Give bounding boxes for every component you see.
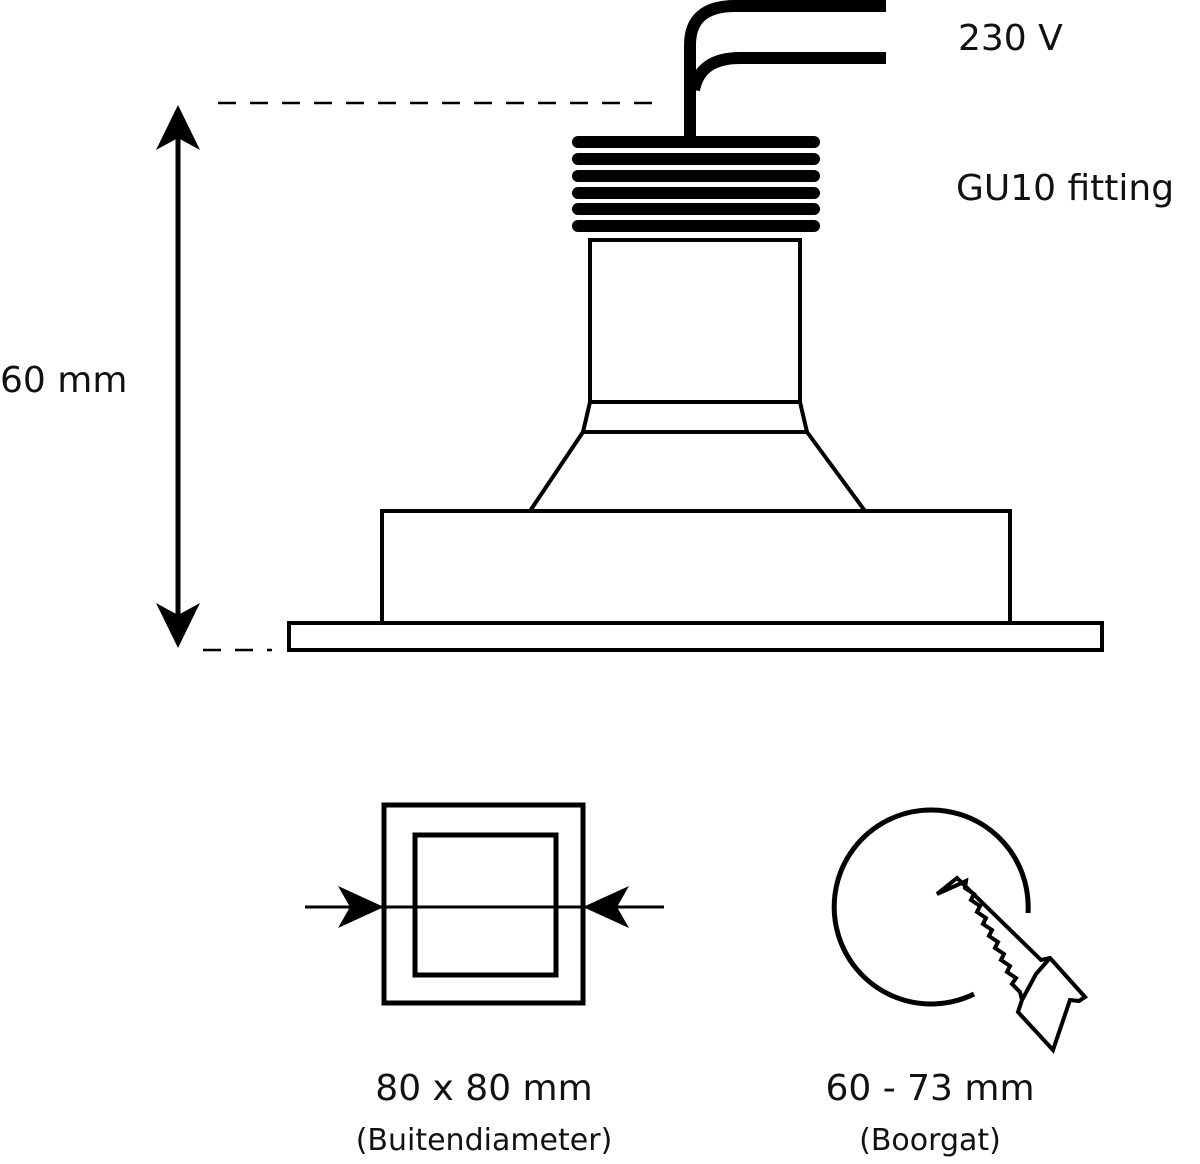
height-dimension xyxy=(156,101,655,652)
voltage-label: 230 V xyxy=(958,18,1063,59)
arrow-up-icon xyxy=(156,105,200,150)
outer-size-label: 80 x 80 mm xyxy=(375,1068,592,1109)
outer-caption: (Buitendiameter) xyxy=(356,1123,613,1158)
arrow-down-icon xyxy=(156,603,200,648)
arrow-right-icon xyxy=(338,886,384,928)
arrow-left-icon xyxy=(583,886,629,928)
saw-icon xyxy=(935,875,1089,1054)
hole-caption: (Boorgat) xyxy=(859,1123,1001,1158)
gu10-thread xyxy=(572,136,820,232)
height-label: 60 mm xyxy=(0,360,127,401)
drill-hole-icon xyxy=(831,807,1089,1054)
power-wires xyxy=(684,0,886,138)
hole-size-label: 60 - 73 mm xyxy=(825,1068,1034,1109)
fixture-body xyxy=(287,238,1104,652)
outer-size-icon xyxy=(305,802,664,1006)
fitting-label: GU10 fitting xyxy=(956,168,1174,209)
